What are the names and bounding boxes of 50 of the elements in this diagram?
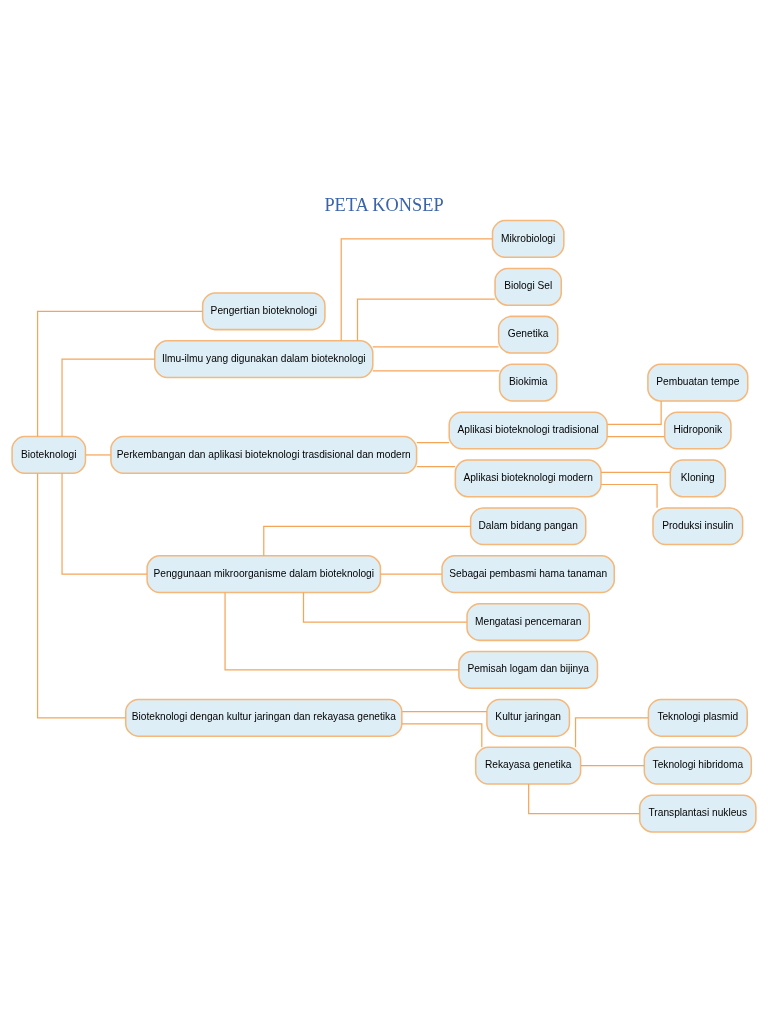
- connector: [372, 370, 500, 372]
- node-box: Mikrobiologi: [491, 219, 565, 259]
- connector: [263, 525, 472, 557]
- node-box: Hidroponik: [663, 411, 732, 450]
- connector: [606, 436, 665, 438]
- node-box: Genetika: [497, 315, 559, 354]
- connector: [224, 592, 460, 671]
- connector: [36, 310, 204, 438]
- connector: [416, 466, 456, 468]
- connector: [379, 573, 443, 575]
- node-box: Rekayasa genetika: [474, 746, 582, 785]
- node-box: Teknologi plasmid: [647, 698, 748, 737]
- connector: [416, 442, 450, 444]
- node-box: Kloning: [669, 459, 727, 498]
- node-box: Pembuatan tempe: [647, 363, 749, 402]
- connector: [85, 454, 112, 456]
- node-box: Teknologi hibridoma: [643, 746, 753, 785]
- node-box: Aplikasi bioteknologi tradisional: [448, 411, 608, 450]
- node-box: Transplantasi nukleus: [638, 794, 757, 833]
- node-box: Bioteknologi dengan kultur jaringan dan rekayasa genetika: [124, 698, 403, 737]
- node-box: Mengatasi pencemaran: [466, 602, 591, 642]
- node-box: Biologi Sel: [494, 267, 563, 306]
- node-box: Pengertian bioteknologi: [201, 292, 326, 331]
- connector: [340, 238, 493, 342]
- connector: [61, 358, 156, 438]
- node-box: Aplikasi bioteknologi modern: [454, 459, 602, 498]
- connector: [401, 711, 488, 713]
- node-box: Produksi insulin: [652, 507, 744, 546]
- node-box: Bioteknologi: [11, 435, 87, 475]
- connector: [61, 472, 148, 575]
- node-box: Dalam bidang pangan: [469, 507, 587, 546]
- node-box: Penggunaan mikroorganisme dalam bioteknologi: [146, 555, 382, 594]
- node-box: Pemisah logam dan bijinya: [458, 650, 599, 690]
- connector: [606, 400, 662, 425]
- node-box: Biokimia: [498, 363, 558, 402]
- node-box: Ilmu-ilmu yang digunakan dalam bioteknologi: [154, 340, 374, 379]
- node-box: Perkembangan dan aplikasi bioteknologi trasdisional dan modern: [110, 435, 418, 475]
- connector: [401, 723, 483, 748]
- connector: [372, 346, 500, 348]
- connector: [528, 783, 641, 815]
- connector: [302, 591, 468, 623]
- diagram-title: PETA KONSEP: [324, 194, 444, 215]
- connector: [574, 717, 649, 748]
- connector: [600, 471, 671, 473]
- node-box: Sebagai pembasmi hama tanaman: [441, 555, 616, 594]
- connector: [356, 298, 496, 342]
- connector: [600, 483, 658, 509]
- node-box: Kultur jaringan: [486, 698, 571, 737]
- connector: [36, 472, 127, 719]
- connector: [580, 765, 645, 767]
